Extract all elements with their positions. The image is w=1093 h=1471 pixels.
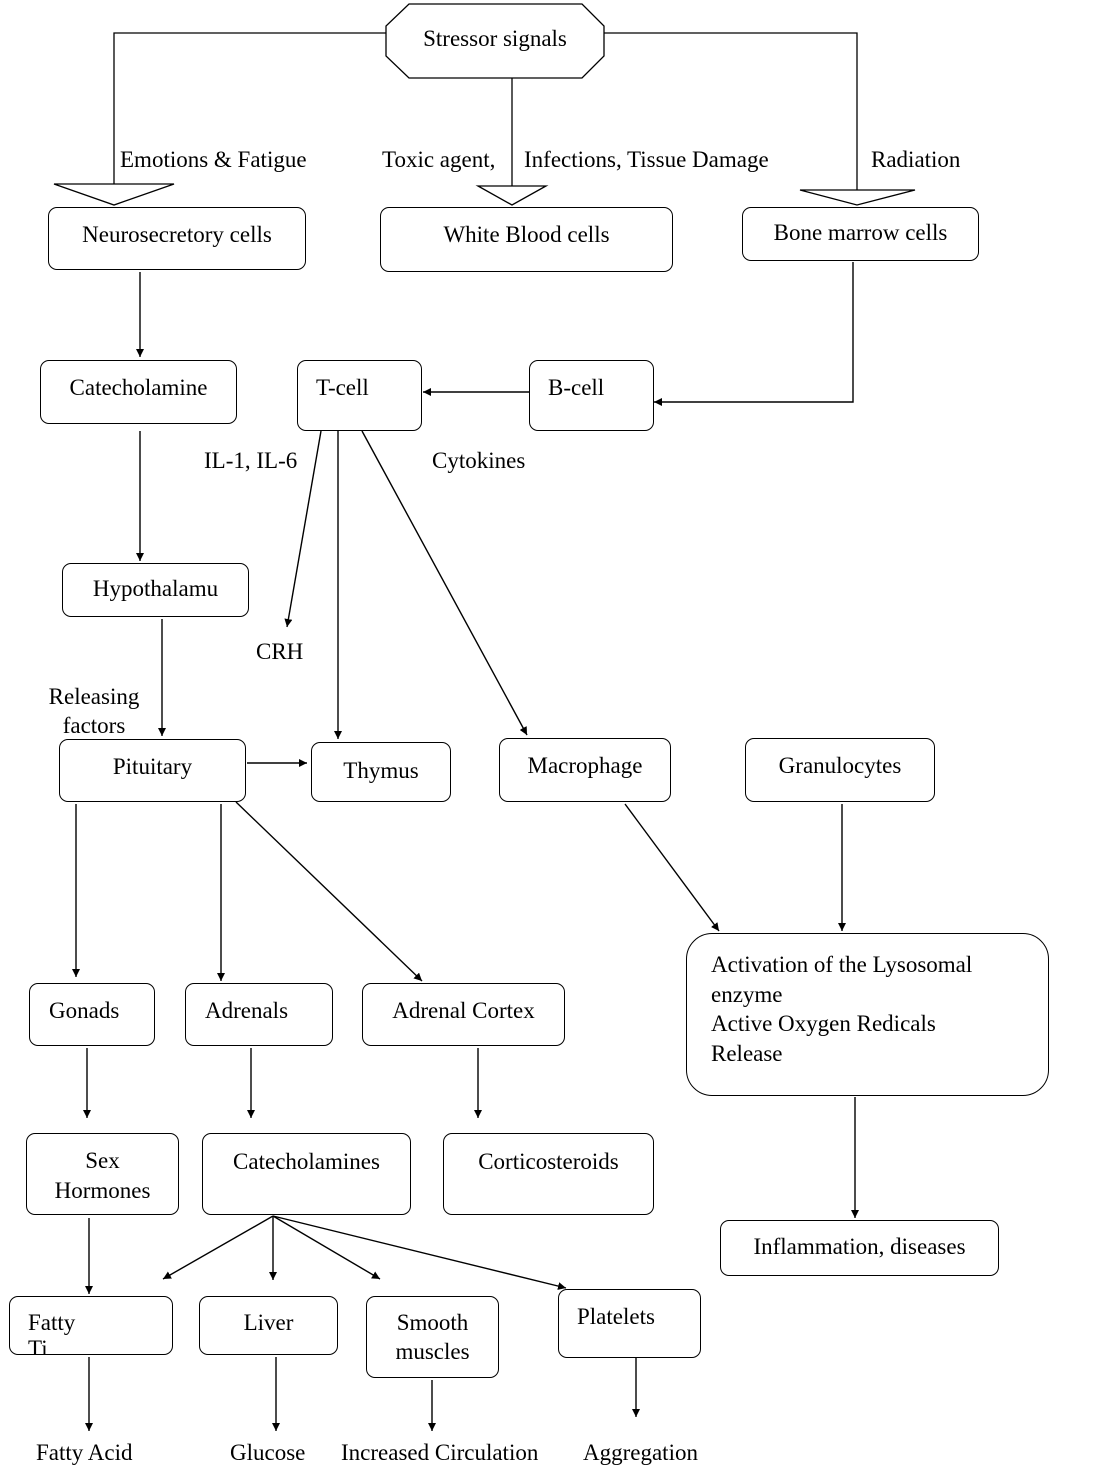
open-arrowhead-bone xyxy=(799,189,916,206)
lysosomal-activation-box: Activation of the Lysosomal enzyme Activ… xyxy=(686,933,1049,1096)
b-cell-text: B-cell xyxy=(548,375,605,400)
macrophage-text: Macrophage xyxy=(527,753,643,778)
aggregation-label: Aggregation xyxy=(583,1440,698,1465)
pituitary-box: Pituitary xyxy=(59,739,246,802)
granulocytes-text: Granulocytes xyxy=(778,753,902,778)
thymus-box: Thymus xyxy=(311,742,451,802)
bone-marrow-cells-box: Bone marrow cells xyxy=(742,207,979,261)
glucose-label: Glucose xyxy=(230,1440,306,1465)
sex-hormones-box: Sex Hormones xyxy=(26,1133,179,1215)
t-cell-text: T-cell xyxy=(316,375,369,400)
bone-marrow-cells-text: Bone marrow cells xyxy=(773,220,948,245)
lysosomal-line-1: Activation of the Lysosomal xyxy=(711,952,973,977)
t-cell-box: T-cell xyxy=(297,360,422,431)
arrow-tcell-to-crh xyxy=(284,430,322,628)
tissue-text: Ti xyxy=(28,1336,48,1355)
macrophage-box: Macrophage xyxy=(499,738,671,802)
radiation-label: Radiation xyxy=(871,147,961,172)
arrow-catecholamines-to-platelets xyxy=(272,1215,567,1290)
crh-label: CRH xyxy=(256,639,304,664)
arrow-catecholamines-to-fatty-tissue xyxy=(162,1215,274,1280)
stressor-octagon xyxy=(385,3,605,79)
stressor-signals-label: Stressor signals xyxy=(423,26,567,51)
corticosteroids-box: Corticosteroids xyxy=(443,1133,654,1215)
platelets-box: Platelets xyxy=(558,1289,701,1358)
factors-text: factors xyxy=(62,713,126,738)
smooth-text: Smooth xyxy=(396,1310,469,1335)
il-label: IL-1, IL-6 xyxy=(204,448,298,473)
white-blood-cells-text: White Blood cells xyxy=(443,222,610,247)
liver-box: Liver xyxy=(199,1296,338,1355)
open-arrowhead-wbc xyxy=(475,185,549,206)
adrenals-text: Adrenals xyxy=(205,998,289,1023)
pituitary-text: Pituitary xyxy=(112,754,193,779)
gonads-box: Gonads xyxy=(29,983,155,1046)
adrenal-cortex-text: Adrenal Cortex xyxy=(392,998,535,1023)
arrow-macrophage-to-lysosomal xyxy=(624,803,720,932)
liver-text: Liver xyxy=(243,1310,294,1335)
fatty-tissue-box: Fatty Ti xyxy=(9,1296,173,1355)
catecholamine-box: Catecholamine xyxy=(40,360,237,424)
lysosomal-line-3: Active Oxygen Redicals xyxy=(711,1011,936,1036)
b-cell-box: B-cell xyxy=(529,360,654,431)
infections-label: Infections, Tissue Damage xyxy=(524,147,769,172)
emotions-fatigue-label: Emotions & Fatigue xyxy=(120,147,307,172)
corticosteroids-text: Corticosteroids xyxy=(478,1149,619,1174)
adrenal-cortex-box: Adrenal Cortex xyxy=(362,983,565,1046)
adrenals-box: Adrenals xyxy=(185,983,333,1046)
lysosomal-line-4: Release xyxy=(711,1040,783,1066)
connector-stressor-to-bone xyxy=(604,32,858,190)
increased-circulation-label: Increased Circulation xyxy=(341,1440,539,1465)
gonads-text: Gonads xyxy=(49,998,120,1023)
inflammation-text: Inflammation, diseases xyxy=(753,1234,966,1259)
lysosomal-line-2: enzyme xyxy=(711,981,783,1007)
connector-stressor-to-neuro xyxy=(113,32,386,184)
muscles-text: muscles xyxy=(395,1339,470,1364)
hypothalamus-box: Hypothalamu xyxy=(62,563,249,617)
toxic-agent-label: Toxic agent, xyxy=(382,147,496,172)
arrow-pituitary-to-adrenal-cortex xyxy=(235,801,423,982)
granulocytes-box: Granulocytes xyxy=(745,738,935,802)
thymus-text: Thymus xyxy=(343,758,419,783)
releasing-text: Releasing xyxy=(48,684,140,709)
platelets-text: Platelets xyxy=(577,1304,655,1329)
releasing-factors-label: Releasing factors xyxy=(42,682,146,740)
arrow-bone-to-bcell xyxy=(654,262,854,406)
catecholamines-text: Catecholamines xyxy=(233,1149,380,1174)
fatty-acid-label: Fatty Acid xyxy=(36,1440,133,1465)
fatty-text: Fatty xyxy=(28,1310,76,1335)
hypothalamus-text: Hypothalamu xyxy=(92,576,219,601)
white-blood-cells-box: White Blood cells xyxy=(380,207,673,272)
arrow-tcell-to-macrophage xyxy=(361,430,528,736)
neurosecretory-cells-box: Neurosecretory cells xyxy=(48,207,306,270)
sex-text: Sex xyxy=(85,1148,120,1173)
cytokines-label: Cytokines xyxy=(432,448,526,473)
arrow-catecholamines-to-smooth-muscles xyxy=(272,1215,381,1280)
catecholamines-box: Catecholamines xyxy=(202,1133,411,1215)
smooth-muscles-box: Smooth muscles xyxy=(366,1296,499,1378)
catecholamine-text: Catecholamine xyxy=(69,375,208,400)
neurosecretory-cells-text: Neurosecretory cells xyxy=(82,222,272,247)
inflammation-box: Inflammation, diseases xyxy=(720,1220,999,1276)
open-arrowhead-neuro xyxy=(53,183,175,206)
hormones-text: Hormones xyxy=(54,1178,151,1203)
